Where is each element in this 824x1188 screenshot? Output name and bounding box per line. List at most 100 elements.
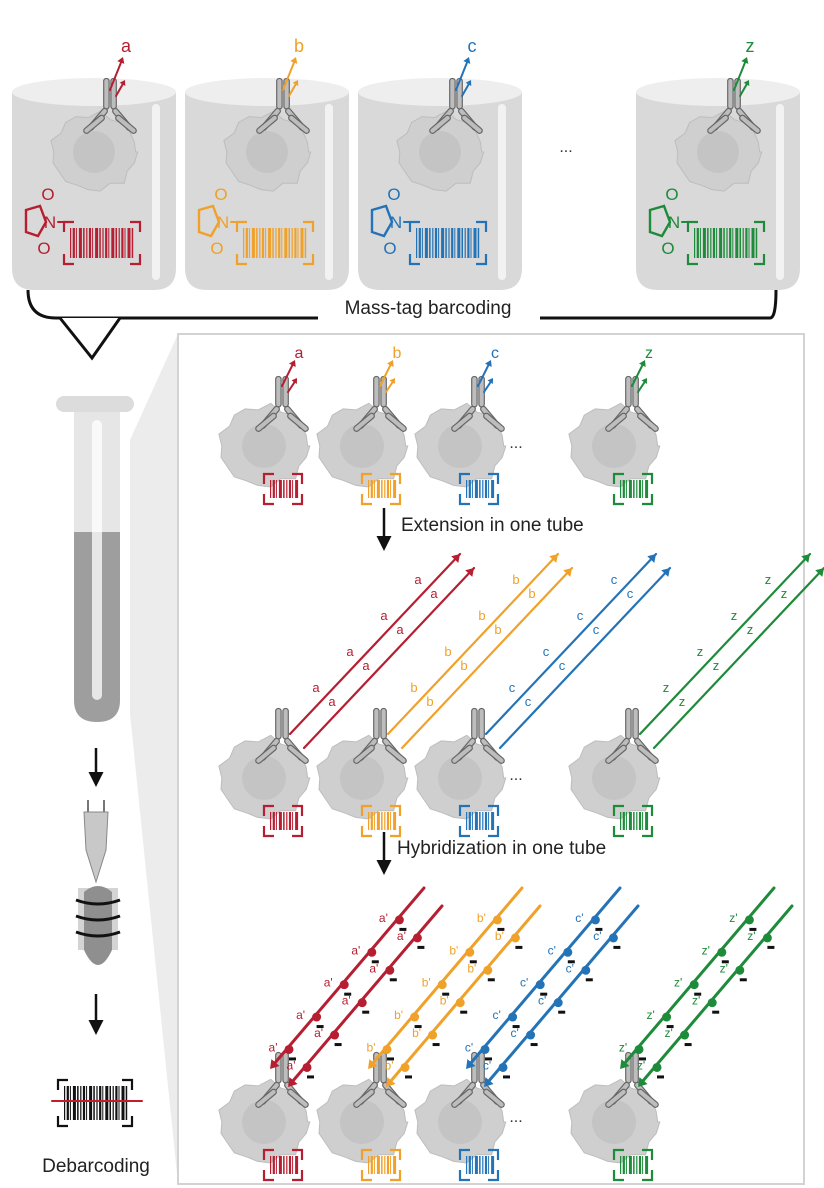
strand-letter: a <box>346 644 354 659</box>
strand-letter: b' <box>495 929 504 943</box>
strand-letter: b' <box>467 961 476 975</box>
cell-b <box>316 707 409 838</box>
sample-letter: c <box>468 36 477 56</box>
cell <box>316 402 409 488</box>
maleimide-o: O <box>387 185 400 204</box>
strand-letter: b <box>478 608 485 623</box>
strand-letter: z <box>663 680 670 695</box>
cell <box>414 734 507 820</box>
cell-c: c <box>414 345 507 506</box>
barcode-icon <box>360 804 402 838</box>
strand-letter: c' <box>492 1008 500 1022</box>
cell-a: a <box>218 345 311 506</box>
barcode-icon <box>262 804 304 838</box>
barcode-icon <box>262 472 304 506</box>
maleimide-n: N <box>44 213 56 232</box>
cell <box>218 1078 311 1164</box>
strand-letter: b' <box>385 1058 394 1072</box>
antibody-icon <box>451 707 505 764</box>
strand-letter: a' <box>342 994 351 1008</box>
sample-letter: a <box>295 345 304 362</box>
row1-ellipsis: ... <box>509 435 522 452</box>
strand-letter: b' <box>422 976 431 990</box>
strand-letter: a <box>396 622 404 637</box>
strand-letter: c <box>543 644 550 659</box>
strand-letter: a <box>362 658 370 673</box>
maleimide-o: O <box>661 239 674 258</box>
cell <box>396 110 485 192</box>
strand-letter: z <box>713 658 720 673</box>
maleimide-o: O <box>214 185 227 204</box>
strand-letter: z' <box>692 994 700 1008</box>
sample-letter: b <box>294 36 304 56</box>
antibody-icon <box>429 77 483 134</box>
barcode-icon <box>612 804 654 838</box>
strand-letter: z' <box>729 911 737 925</box>
strand-letter: b <box>460 658 467 673</box>
antibody-icon <box>605 375 659 432</box>
strand-letter: c' <box>538 994 546 1008</box>
barcode-icon <box>458 472 500 506</box>
strand-letter: b <box>528 586 535 601</box>
strand-letter: a' <box>287 1058 296 1072</box>
strand-letter: b <box>512 572 519 587</box>
antibody-icon <box>451 375 505 432</box>
barcode-icon <box>612 1148 654 1182</box>
antibody-icon <box>353 1051 407 1108</box>
maleimide-n: N <box>217 213 229 232</box>
maleimide-o: O <box>41 185 54 204</box>
strand-letter: c <box>577 608 584 623</box>
strand-letter: z' <box>637 1058 645 1072</box>
strand-letter: c <box>559 658 566 673</box>
hybridization-label: Hybridization in one tube <box>397 838 606 859</box>
maleimide-o: O <box>383 239 396 258</box>
barcode-icon <box>235 220 315 266</box>
cell <box>218 402 311 488</box>
antibody-icon <box>256 77 310 134</box>
strand-letter: c' <box>566 961 574 975</box>
strand-letter: a' <box>379 911 388 925</box>
hybridized-strands-z: z'z'z'z'z'z'z'z'z'z' <box>619 886 794 1087</box>
strand-letter: c <box>525 694 532 709</box>
sample-letter: b <box>393 345 402 362</box>
maleimide-o: O <box>210 239 223 258</box>
debarcoding-barcode-icon <box>51 1078 143 1128</box>
strand-letter: b <box>410 680 417 695</box>
nebulizer-icon <box>75 800 121 965</box>
hybridized-strands-c: c'c'c'c'c'c'c'c'c'c' <box>465 886 640 1087</box>
barcode-icon <box>360 472 402 506</box>
strand-letter: z' <box>619 1040 627 1054</box>
hybridized-strands-b: b'b'b'b'b'b'b'b'b'b' <box>367 886 542 1087</box>
barcode-icon <box>458 1148 500 1182</box>
hybridized-strands-a: a'a'a'a'a'a'a'a'a'a' <box>269 886 444 1087</box>
strand-letter: z <box>765 572 772 587</box>
barcode-icon <box>62 220 142 266</box>
strand-letter: z' <box>747 929 755 943</box>
strand-letter: z <box>747 622 754 637</box>
cell-z <box>568 1051 661 1182</box>
antibody-icon <box>605 707 659 764</box>
strand-letter: c' <box>575 911 583 925</box>
strand-letter: z <box>679 694 686 709</box>
strand-letter: c' <box>593 929 601 943</box>
strand-letter: z' <box>720 961 728 975</box>
cell-a <box>218 1051 311 1182</box>
strand-letter: b' <box>367 1040 376 1054</box>
strand-letter: a <box>380 608 388 623</box>
barcode-icon <box>360 1148 402 1182</box>
cell-z: z <box>568 345 661 506</box>
strand-letter: c' <box>510 1026 518 1040</box>
cell-a <box>218 707 311 838</box>
strand-letter: b <box>444 644 451 659</box>
antibody-icon <box>255 375 309 432</box>
antibody-icon <box>451 1051 505 1108</box>
strand-letter: b' <box>440 994 449 1008</box>
strand-letter: b <box>426 694 433 709</box>
strand-letter: b' <box>449 943 458 957</box>
